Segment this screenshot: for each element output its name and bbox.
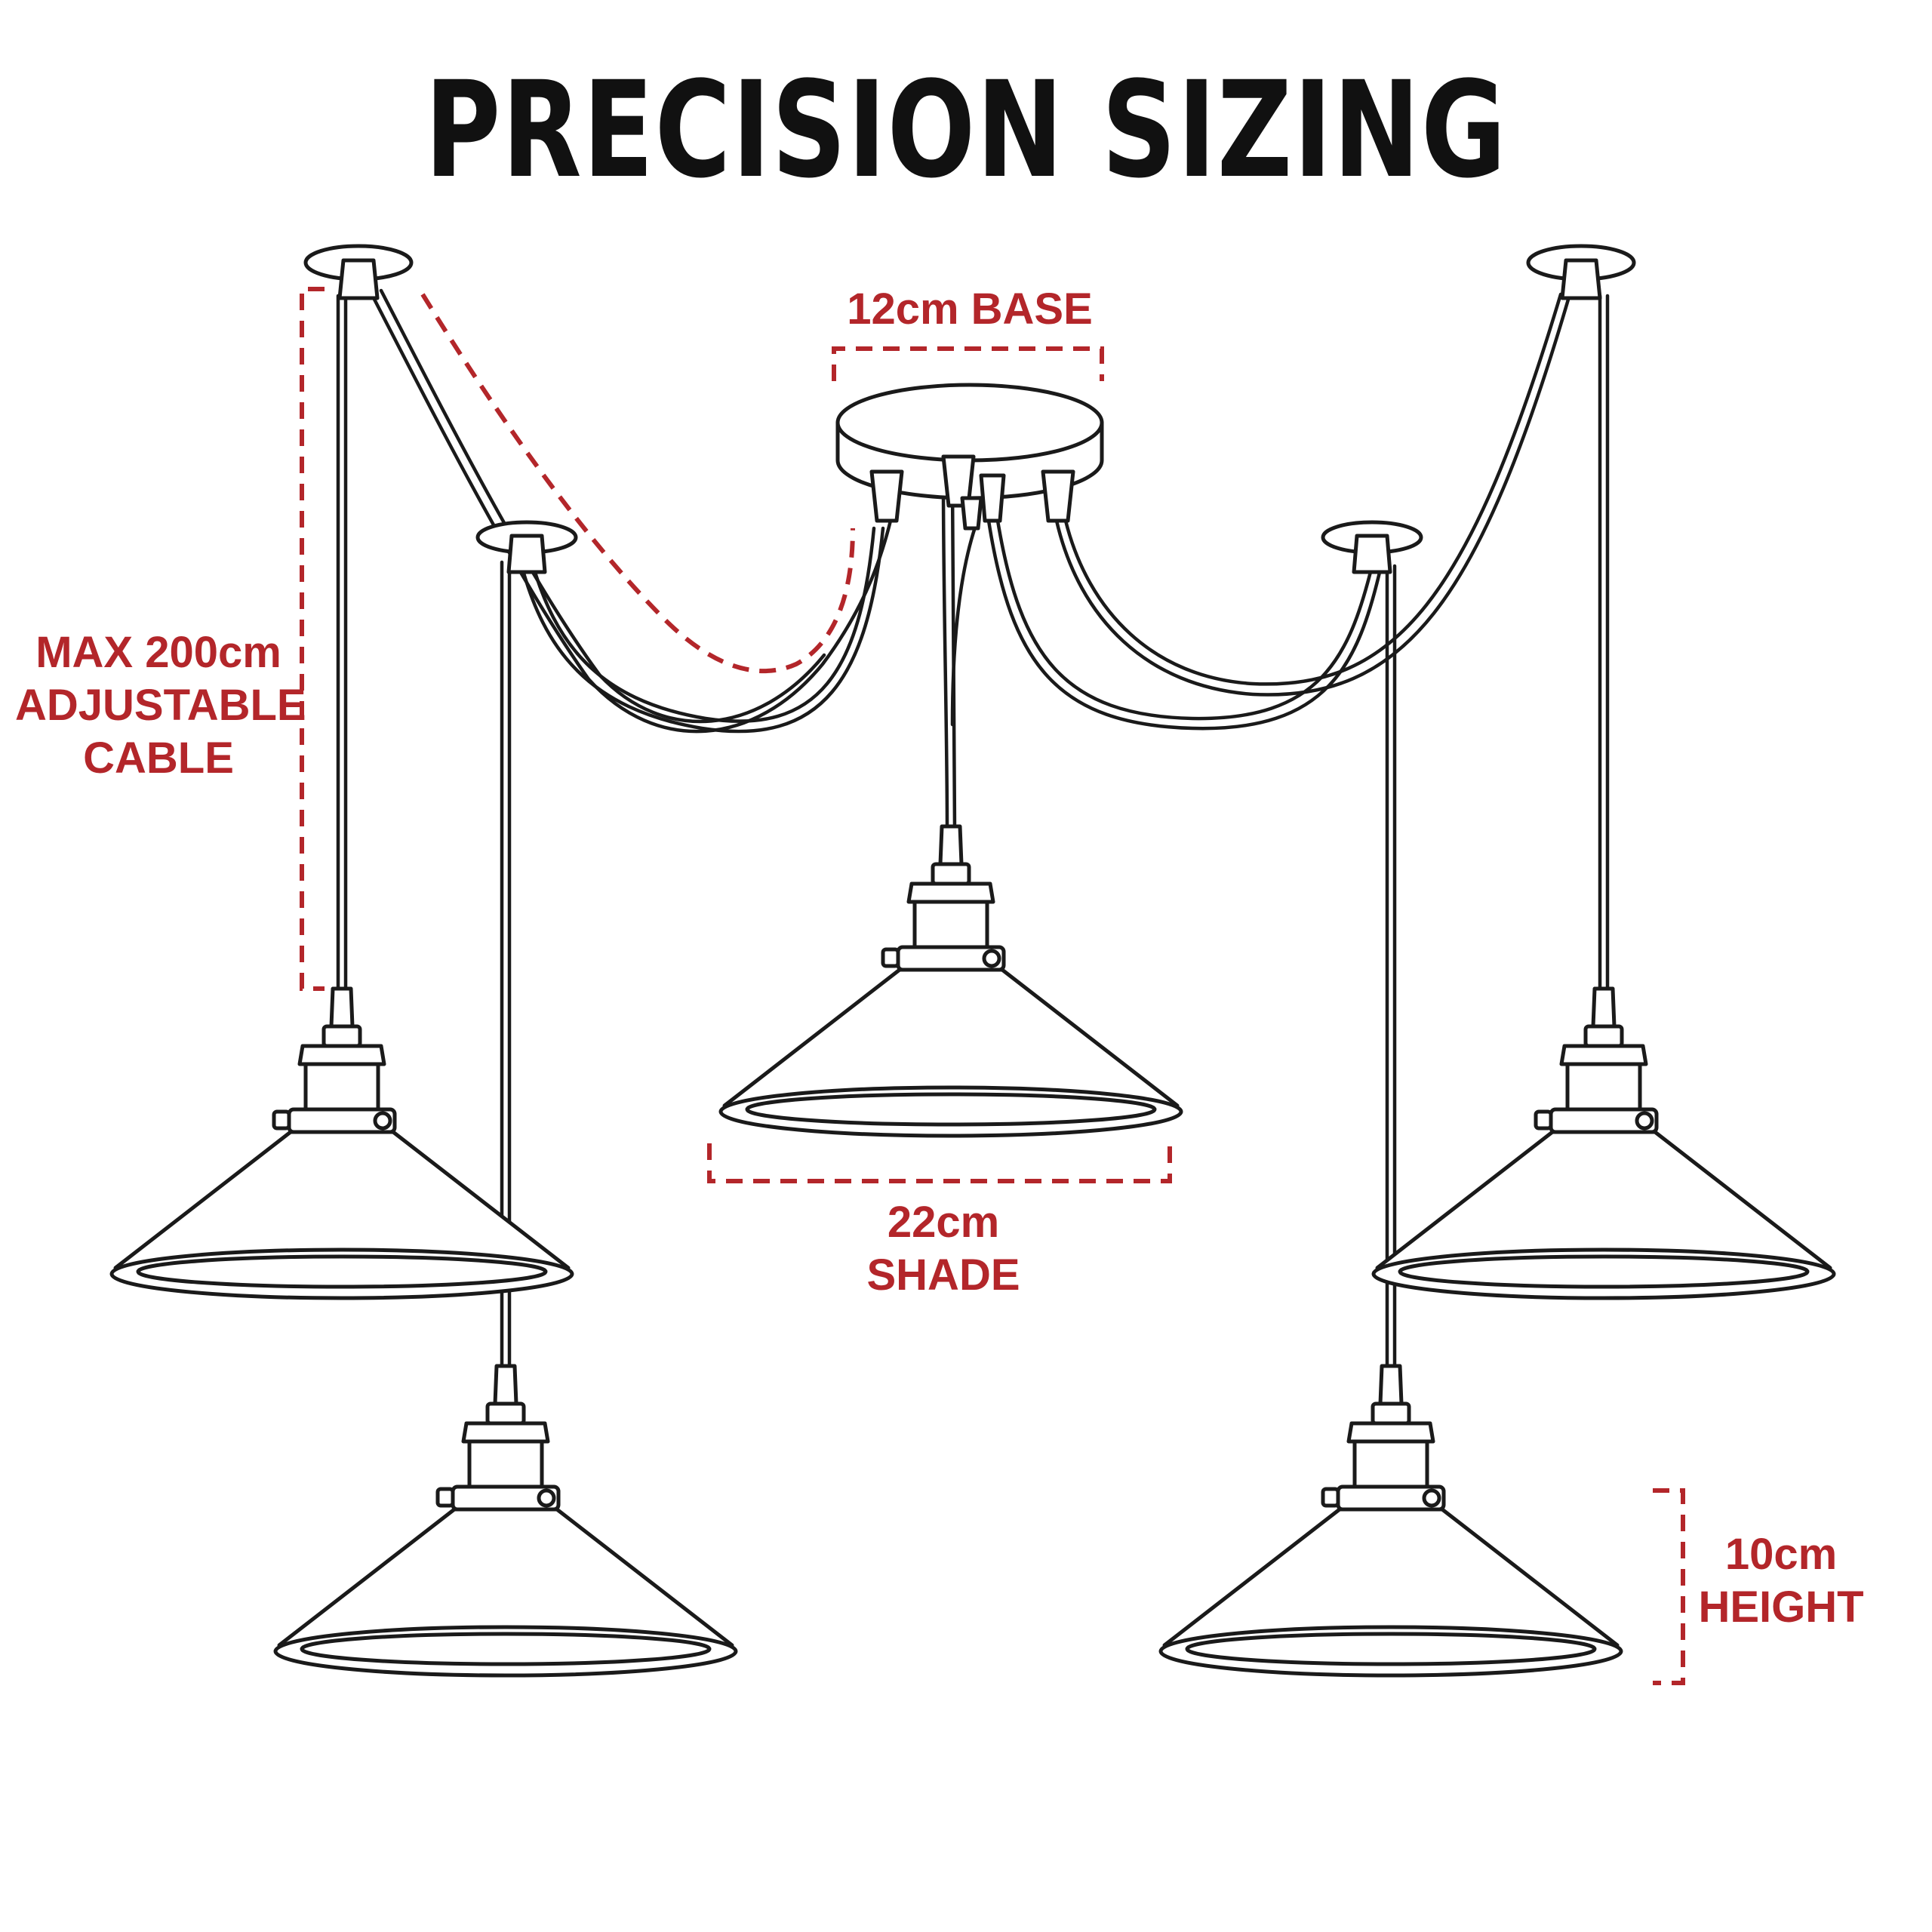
cable-left-outer-swag (368, 288, 893, 734)
cable-center-drop (941, 481, 949, 832)
shade-label-line-2: SHADE (866, 1251, 1020, 1300)
cable-dimension-bracket-curve (420, 293, 855, 674)
height-label-line-2: HEIGHT (1698, 1583, 1864, 1632)
shade-dimension-bracket (707, 1143, 1172, 1183)
ceiling-hook-right-inner (1321, 520, 1423, 574)
cable-label: MAX 200cm ADJUSTABLE CABLE (15, 626, 306, 785)
cable-dimension-bracket-vertical (300, 287, 325, 991)
shade-label-line-1: 22cm (887, 1198, 1000, 1247)
cable-right-inner-swag-b (995, 518, 1374, 721)
cable-label-line-1: MAX 200cm (35, 628, 281, 677)
height-label-line-1: 10cm (1724, 1530, 1838, 1579)
shade-label: 22cm SHADE (792, 1196, 1094, 1302)
cable-left-inner-swag-b (530, 526, 876, 723)
base-label-text: 12cm BASE (847, 285, 1093, 334)
height-dimension-bracket (1653, 1488, 1685, 1685)
cable-center-drop-c (950, 518, 980, 727)
cable-label-line-2: ADJUSTABLE (15, 681, 306, 730)
cable-right-outer-swag-b (1063, 292, 1563, 686)
pendant-lamp-left-inner (275, 1366, 736, 1675)
height-label: 10cm HEIGHT (1690, 1528, 1872, 1634)
ceiling-hook-left-outer (303, 244, 414, 300)
pendant-lamp-center (721, 826, 1181, 1136)
ceiling-hook-left-inner (475, 520, 578, 574)
cable-label-line-3: CABLE (83, 734, 234, 783)
pendant-lamp-right-inner (1161, 1366, 1621, 1675)
cable-right-outer-swag (1054, 292, 1572, 697)
cable-right-inner-swag (986, 518, 1383, 731)
page-title: PRECISION SIZING (424, 53, 1508, 208)
ceiling-base (835, 383, 1104, 531)
base-dimension-bracket (832, 346, 1104, 381)
cable-left-outer-swag-b (379, 288, 826, 724)
base-label: 12cm BASE (830, 283, 1109, 336)
pendant-lamp-right-outer (1374, 989, 1834, 1298)
cable-left-inner-swag (518, 526, 885, 734)
ceiling-hook-right-outer (1526, 244, 1636, 300)
